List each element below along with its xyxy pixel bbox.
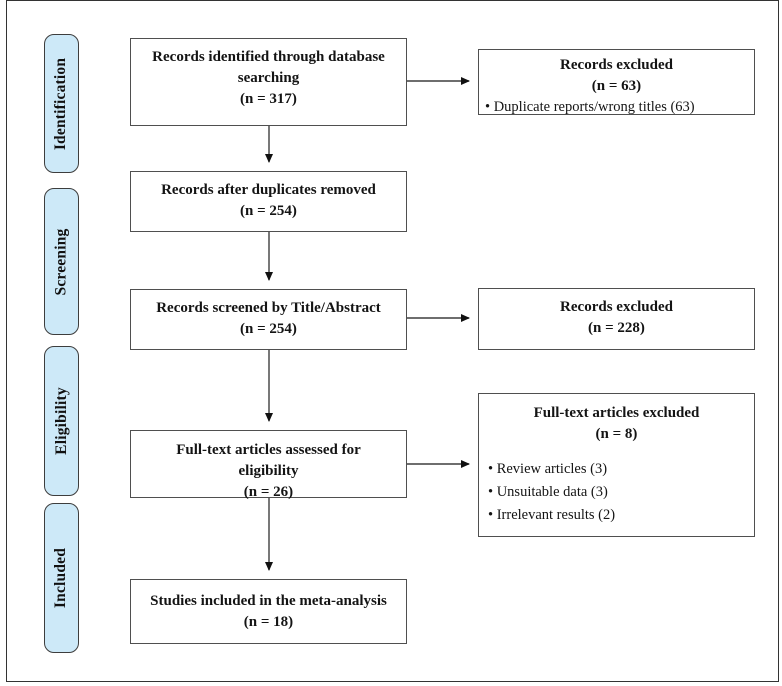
box-records-after-duplicates: Records after duplicates removed (n = 25… [130,171,407,232]
box-count: (n = 8) [595,426,638,442]
exclusion-reason: Irrelevant results (2) [488,504,748,527]
box-records-excluded-identification: Records excluded (n = 63) Duplicate repo… [478,49,755,115]
box-title: Studies included in the meta-analysis [150,593,387,609]
exclusion-reasons-list: Review articles (3) Unsuitable data (3) … [479,458,754,527]
box-count: (n = 254) [240,203,297,219]
box-title: Full-text articles excluded [533,405,700,421]
box-title: Full-text articles assessed for eligibil… [176,442,361,479]
box-records-identified: Records identified through database sear… [130,38,407,126]
box-title: Records excluded [560,299,673,315]
box-title: Records excluded [560,57,673,73]
box-count: (n = 254) [240,321,297,337]
stage-screening: Screening [44,188,79,335]
stage-label: Included [52,547,70,609]
stage-identification: Identification [44,34,79,173]
box-records-screened: Records screened by Title/Abstract (n = … [130,289,407,350]
exclusion-reason: Duplicate reports/wrong titles (63) [485,97,748,118]
stage-label: Identification [52,57,70,150]
stage-included: Included [44,503,79,653]
box-studies-included: Studies included in the meta-analysis (n… [130,579,407,644]
box-fulltext-excluded: Full-text articles excluded (n = 8) Revi… [478,393,755,537]
box-count: (n = 317) [240,91,297,107]
exclusion-reasons-list: Duplicate reports/wrong titles (63) [479,97,754,118]
box-count: (n = 63) [591,78,642,94]
stage-label: Screening [52,228,70,295]
box-title: Records identified through database sear… [152,49,385,86]
box-title: Records screened by Title/Abstract [156,300,381,316]
box-title: Records after duplicates removed [161,182,376,198]
box-fulltext-assessed: Full-text articles assessed for eligibil… [130,430,407,500]
box-count: (n = 18) [243,614,294,630]
exclusion-reason: Review articles (3) [488,458,748,481]
box-count: (n = 26) [243,484,294,500]
stage-label: Eligibility [52,387,70,455]
exclusion-reason: Unsuitable data (3) [488,481,748,504]
box-count: (n = 228) [588,320,645,336]
stage-eligibility: Eligibility [44,346,79,496]
box-records-excluded-screening: Records excluded (n = 228) [478,288,755,350]
